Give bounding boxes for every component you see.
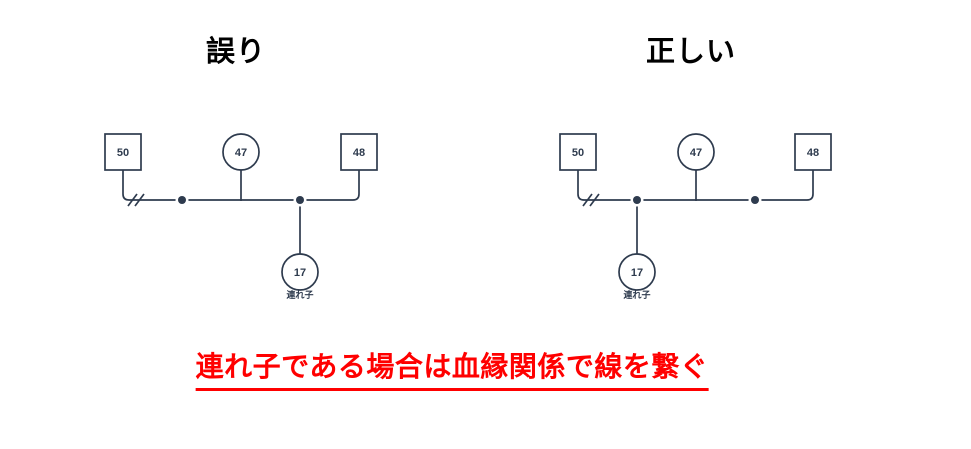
genogram-wrong: 50 47 48 17 連れ子 — [104, 133, 378, 300]
current-husband-square — [794, 133, 832, 171]
mother-age: 47 — [690, 147, 702, 159]
child-label: 連れ子 — [623, 289, 650, 300]
ex-husband-age: 50 — [572, 147, 584, 159]
current-husband-age: 48 — [353, 147, 365, 159]
caption-rule-text: 連れ子である場合は血縁関係で線を繋ぐ — [195, 345, 709, 391]
divorce-slashes-icon — [582, 193, 600, 207]
title-correct: 正しい — [645, 36, 737, 68]
divorce-slashes-icon — [127, 193, 145, 207]
child-age: 17 — [294, 267, 306, 279]
ex-husband-age: 50 — [117, 147, 129, 159]
child-age: 17 — [631, 267, 643, 279]
union-dot-left — [633, 196, 641, 204]
ex-husband-square — [104, 133, 142, 171]
union-dot-right — [296, 196, 304, 204]
title-wrong: 誤り — [205, 36, 267, 68]
child-circle — [618, 253, 656, 291]
mother-circle — [677, 133, 715, 171]
child-circle — [281, 253, 319, 291]
ex-husband-square — [559, 133, 597, 171]
child-label: 連れ子 — [286, 289, 313, 300]
union-dot-left — [178, 196, 186, 204]
mother-circle — [222, 133, 260, 171]
genogram-correct: 50 47 48 17 連れ子 — [559, 133, 832, 300]
mother-age: 47 — [235, 147, 247, 159]
current-husband-age: 48 — [807, 147, 819, 159]
union-dot-right — [751, 196, 759, 204]
current-husband-square — [340, 133, 378, 171]
